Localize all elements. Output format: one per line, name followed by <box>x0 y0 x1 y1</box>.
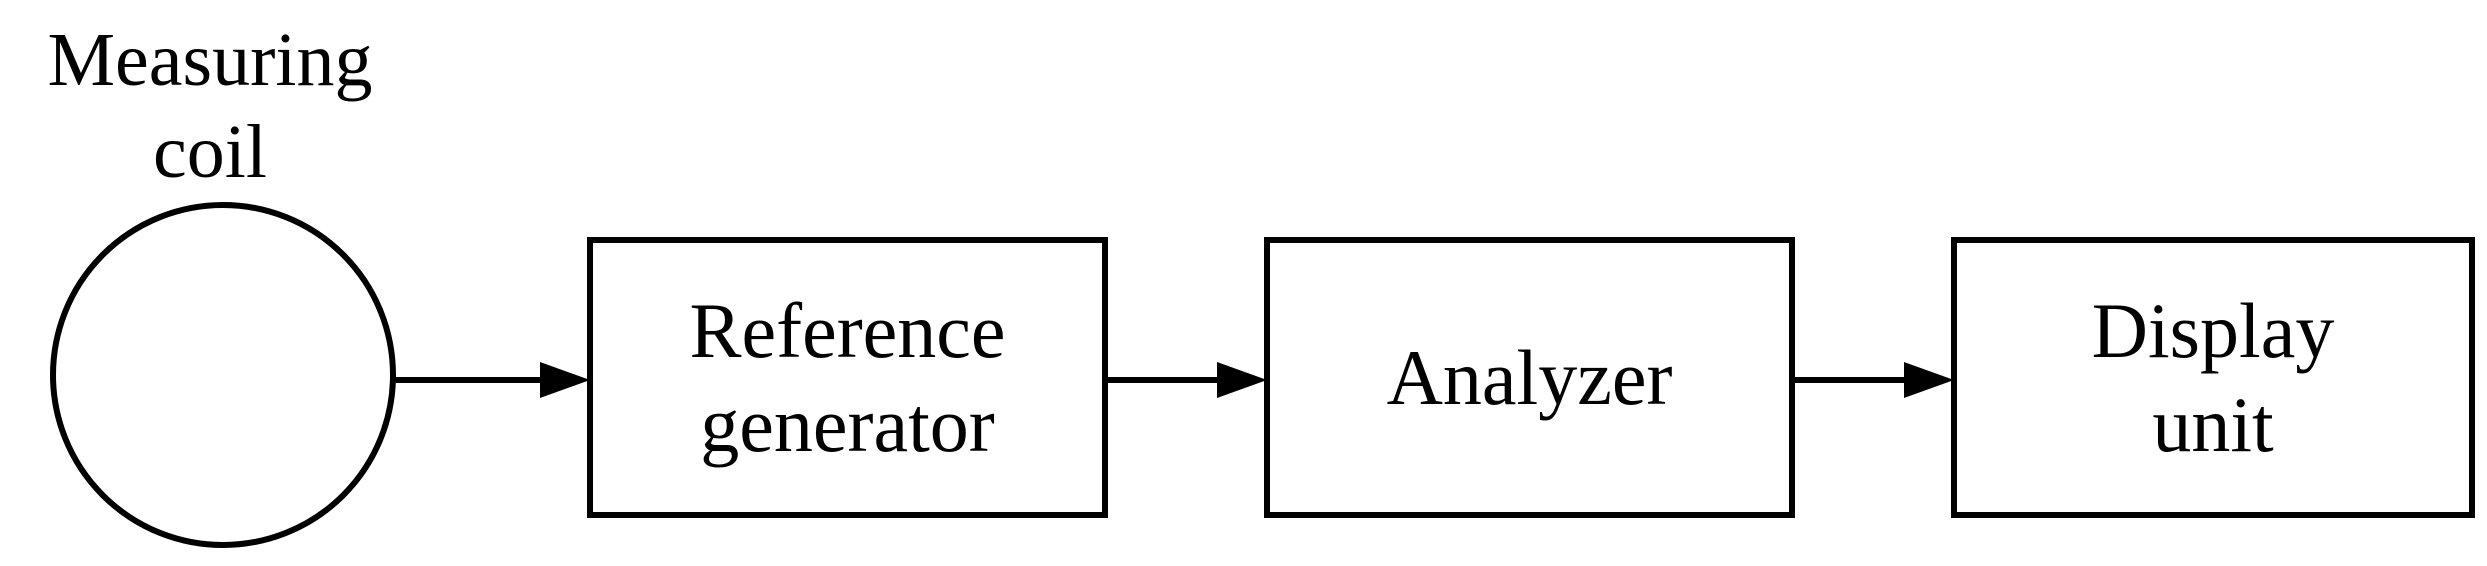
display-unit-line1: Display <box>2091 286 2335 374</box>
arrow-coil-to-reference <box>394 362 590 398</box>
arrow-analyzer-to-display <box>1793 362 1954 398</box>
analyzer-line1: Analyzer <box>1386 333 1673 421</box>
analyzer-label: Analyzer <box>1267 240 1792 515</box>
measuring-coil-circle <box>50 202 396 548</box>
arrow-reference-to-analyzer <box>1106 362 1267 398</box>
measuring-coil-label: Measuring coil <box>0 14 420 198</box>
reference-generator-line2: generator <box>700 380 995 468</box>
measuring-coil-label-line2: coil <box>153 110 267 194</box>
display-unit-label: Display unit <box>1954 240 2472 515</box>
display-unit-box <box>1951 237 2475 518</box>
analyzer-box <box>1264 237 1795 518</box>
reference-generator-label: Reference generator <box>590 240 1105 515</box>
display-unit-line2: unit <box>2152 380 2274 468</box>
measuring-coil-label-line1: Measuring <box>47 18 373 102</box>
reference-generator-box <box>587 237 1108 518</box>
reference-generator-line1: Reference <box>689 286 1006 374</box>
